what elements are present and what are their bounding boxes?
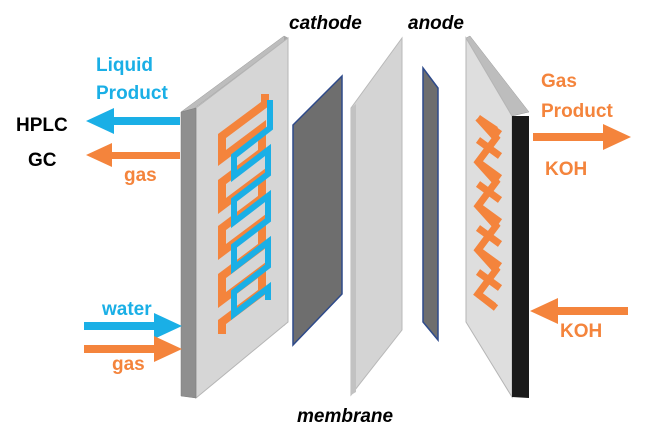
anode-parallel-channels xyxy=(473,115,503,311)
liquid-product-label-line1: Liquid xyxy=(96,55,153,76)
liquid-channel-serpentine xyxy=(231,100,273,321)
water-inlet-arrow xyxy=(84,313,182,339)
liquid-product-label-line2: Product xyxy=(96,83,168,104)
anode-electrode xyxy=(422,65,439,343)
gas-inlet-arrow xyxy=(84,336,182,362)
gc-label: GC xyxy=(28,150,57,171)
gas-inlet-label: gas xyxy=(112,354,145,375)
gas-product-label-line1: Gas xyxy=(541,71,577,92)
cathode-electrode xyxy=(292,74,343,347)
membrane-sheet xyxy=(350,36,403,397)
water-inlet-label: water xyxy=(101,299,152,320)
gas-product-outlet-arrow xyxy=(533,124,631,150)
liquid-product-arrow xyxy=(86,108,180,134)
anode-label: anode xyxy=(408,13,464,34)
membrane-label: membrane xyxy=(297,406,394,427)
cathode-serpentine-channels xyxy=(218,94,273,334)
hplc-label: HPLC xyxy=(16,115,68,136)
koh-inlet-arrow xyxy=(530,298,628,324)
koh-outlet-label: KOH xyxy=(545,159,587,180)
gas-product-label-line2: Product xyxy=(541,101,613,122)
cathode-label: cathode xyxy=(289,13,362,34)
koh-inlet-label: KOH xyxy=(560,321,602,342)
gas-outlet-arrow xyxy=(86,143,180,167)
gas-outlet-label: gas xyxy=(124,165,157,186)
